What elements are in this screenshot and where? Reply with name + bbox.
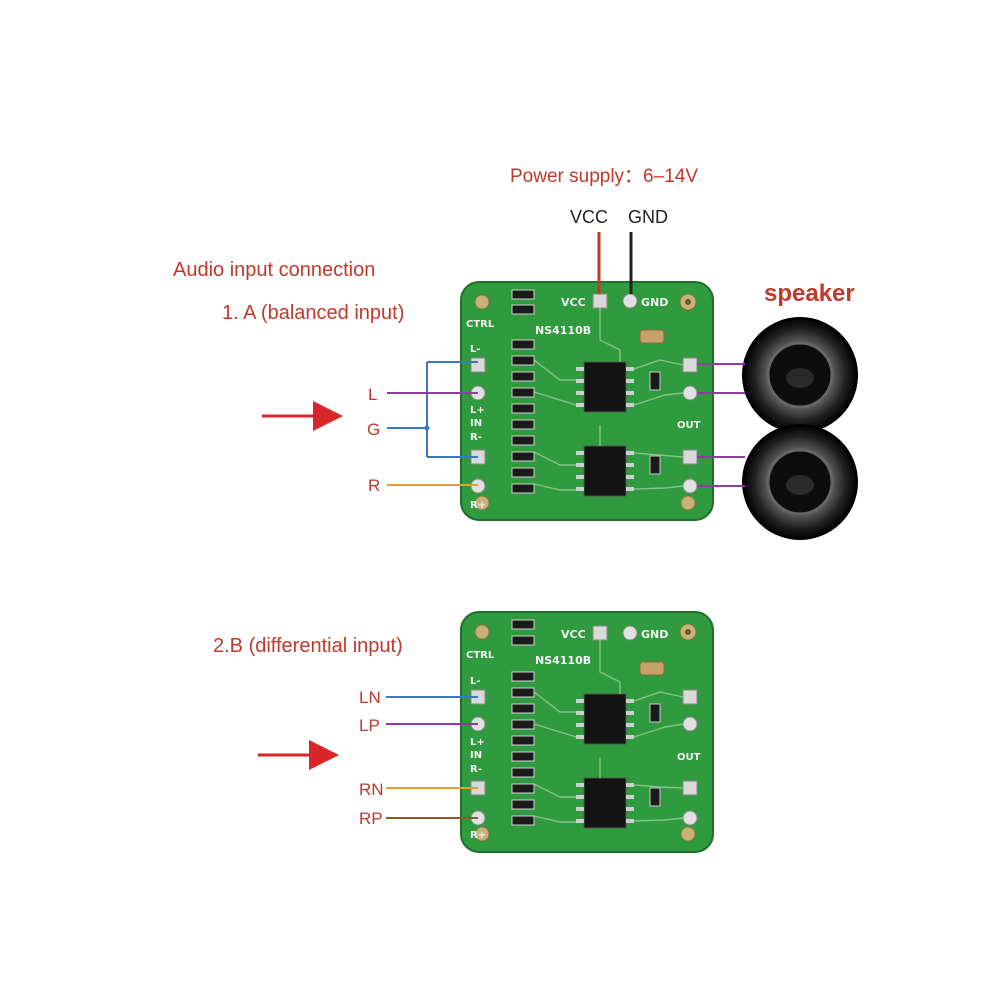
board-a-silk-rplus: R+: [470, 500, 486, 511]
board-b-chip-label: NS4110B: [535, 654, 591, 667]
input-rp-label: RP: [359, 809, 383, 828]
board-b-silk-out: OUT: [677, 752, 701, 763]
gnd-label: GND: [628, 207, 668, 227]
board-b-silk-lplus: L+: [470, 737, 485, 748]
input-lp-label: LP: [359, 716, 380, 735]
board-b-input-wires: [386, 696, 478, 819]
board-a-silk-rminus: R-: [470, 432, 482, 443]
audio-input-heading: Audio input connection: [173, 259, 375, 281]
board-a-silk-in: IN: [470, 418, 482, 429]
input-g-label: G: [367, 420, 380, 439]
input-l-label: L: [368, 385, 377, 404]
speaker-top: [742, 317, 858, 433]
board-b-silk-gnd: GND: [641, 628, 668, 641]
board-b-silk-rminus: R-: [470, 764, 482, 775]
amplifier-board-a: VCC GND CTRL NS4110B L- L+ IN R- R+ OUT: [460, 281, 714, 521]
board-a-silk-gnd: GND: [641, 296, 668, 309]
board-b-silk-vcc: VCC: [561, 628, 586, 641]
speaker-bottom: [742, 424, 858, 540]
input-ln-label: LN: [359, 688, 381, 707]
board-a-silk-lminus: L-: [470, 344, 481, 355]
board-a-silk-lplus: L+: [470, 405, 485, 416]
board-b-silk-lminus: L-: [470, 676, 481, 687]
board-b-silk-ctrl: CTRL: [466, 650, 495, 661]
board-a-silk-out: OUT: [677, 420, 701, 431]
board-b-silk-in: IN: [470, 750, 482, 761]
board-b-silk-rplus: R+: [470, 830, 486, 841]
ground-junction-dot: [424, 425, 430, 431]
board-a-silk-ctrl: CTRL: [466, 319, 495, 330]
board-a-chip-label: NS4110B: [535, 324, 591, 337]
speaker-wires: [697, 363, 745, 487]
board-a-silk-vcc: VCC: [561, 296, 586, 309]
amplifier-board-b: VCC GND CTRL NS4110B L- L+ IN R- R+ OUT: [460, 611, 714, 853]
vcc-label: VCC: [570, 207, 608, 227]
power-supply-label: Power supply：6–14V: [510, 166, 698, 187]
differential-input-heading: 2.B (differential input): [213, 635, 403, 657]
board-a-input-wires: [387, 361, 478, 486]
input-r-label: R: [368, 476, 380, 495]
balanced-input-heading: 1. A (balanced input): [222, 302, 404, 324]
speaker-label: speaker: [764, 280, 855, 307]
input-rn-label: RN: [359, 780, 384, 799]
